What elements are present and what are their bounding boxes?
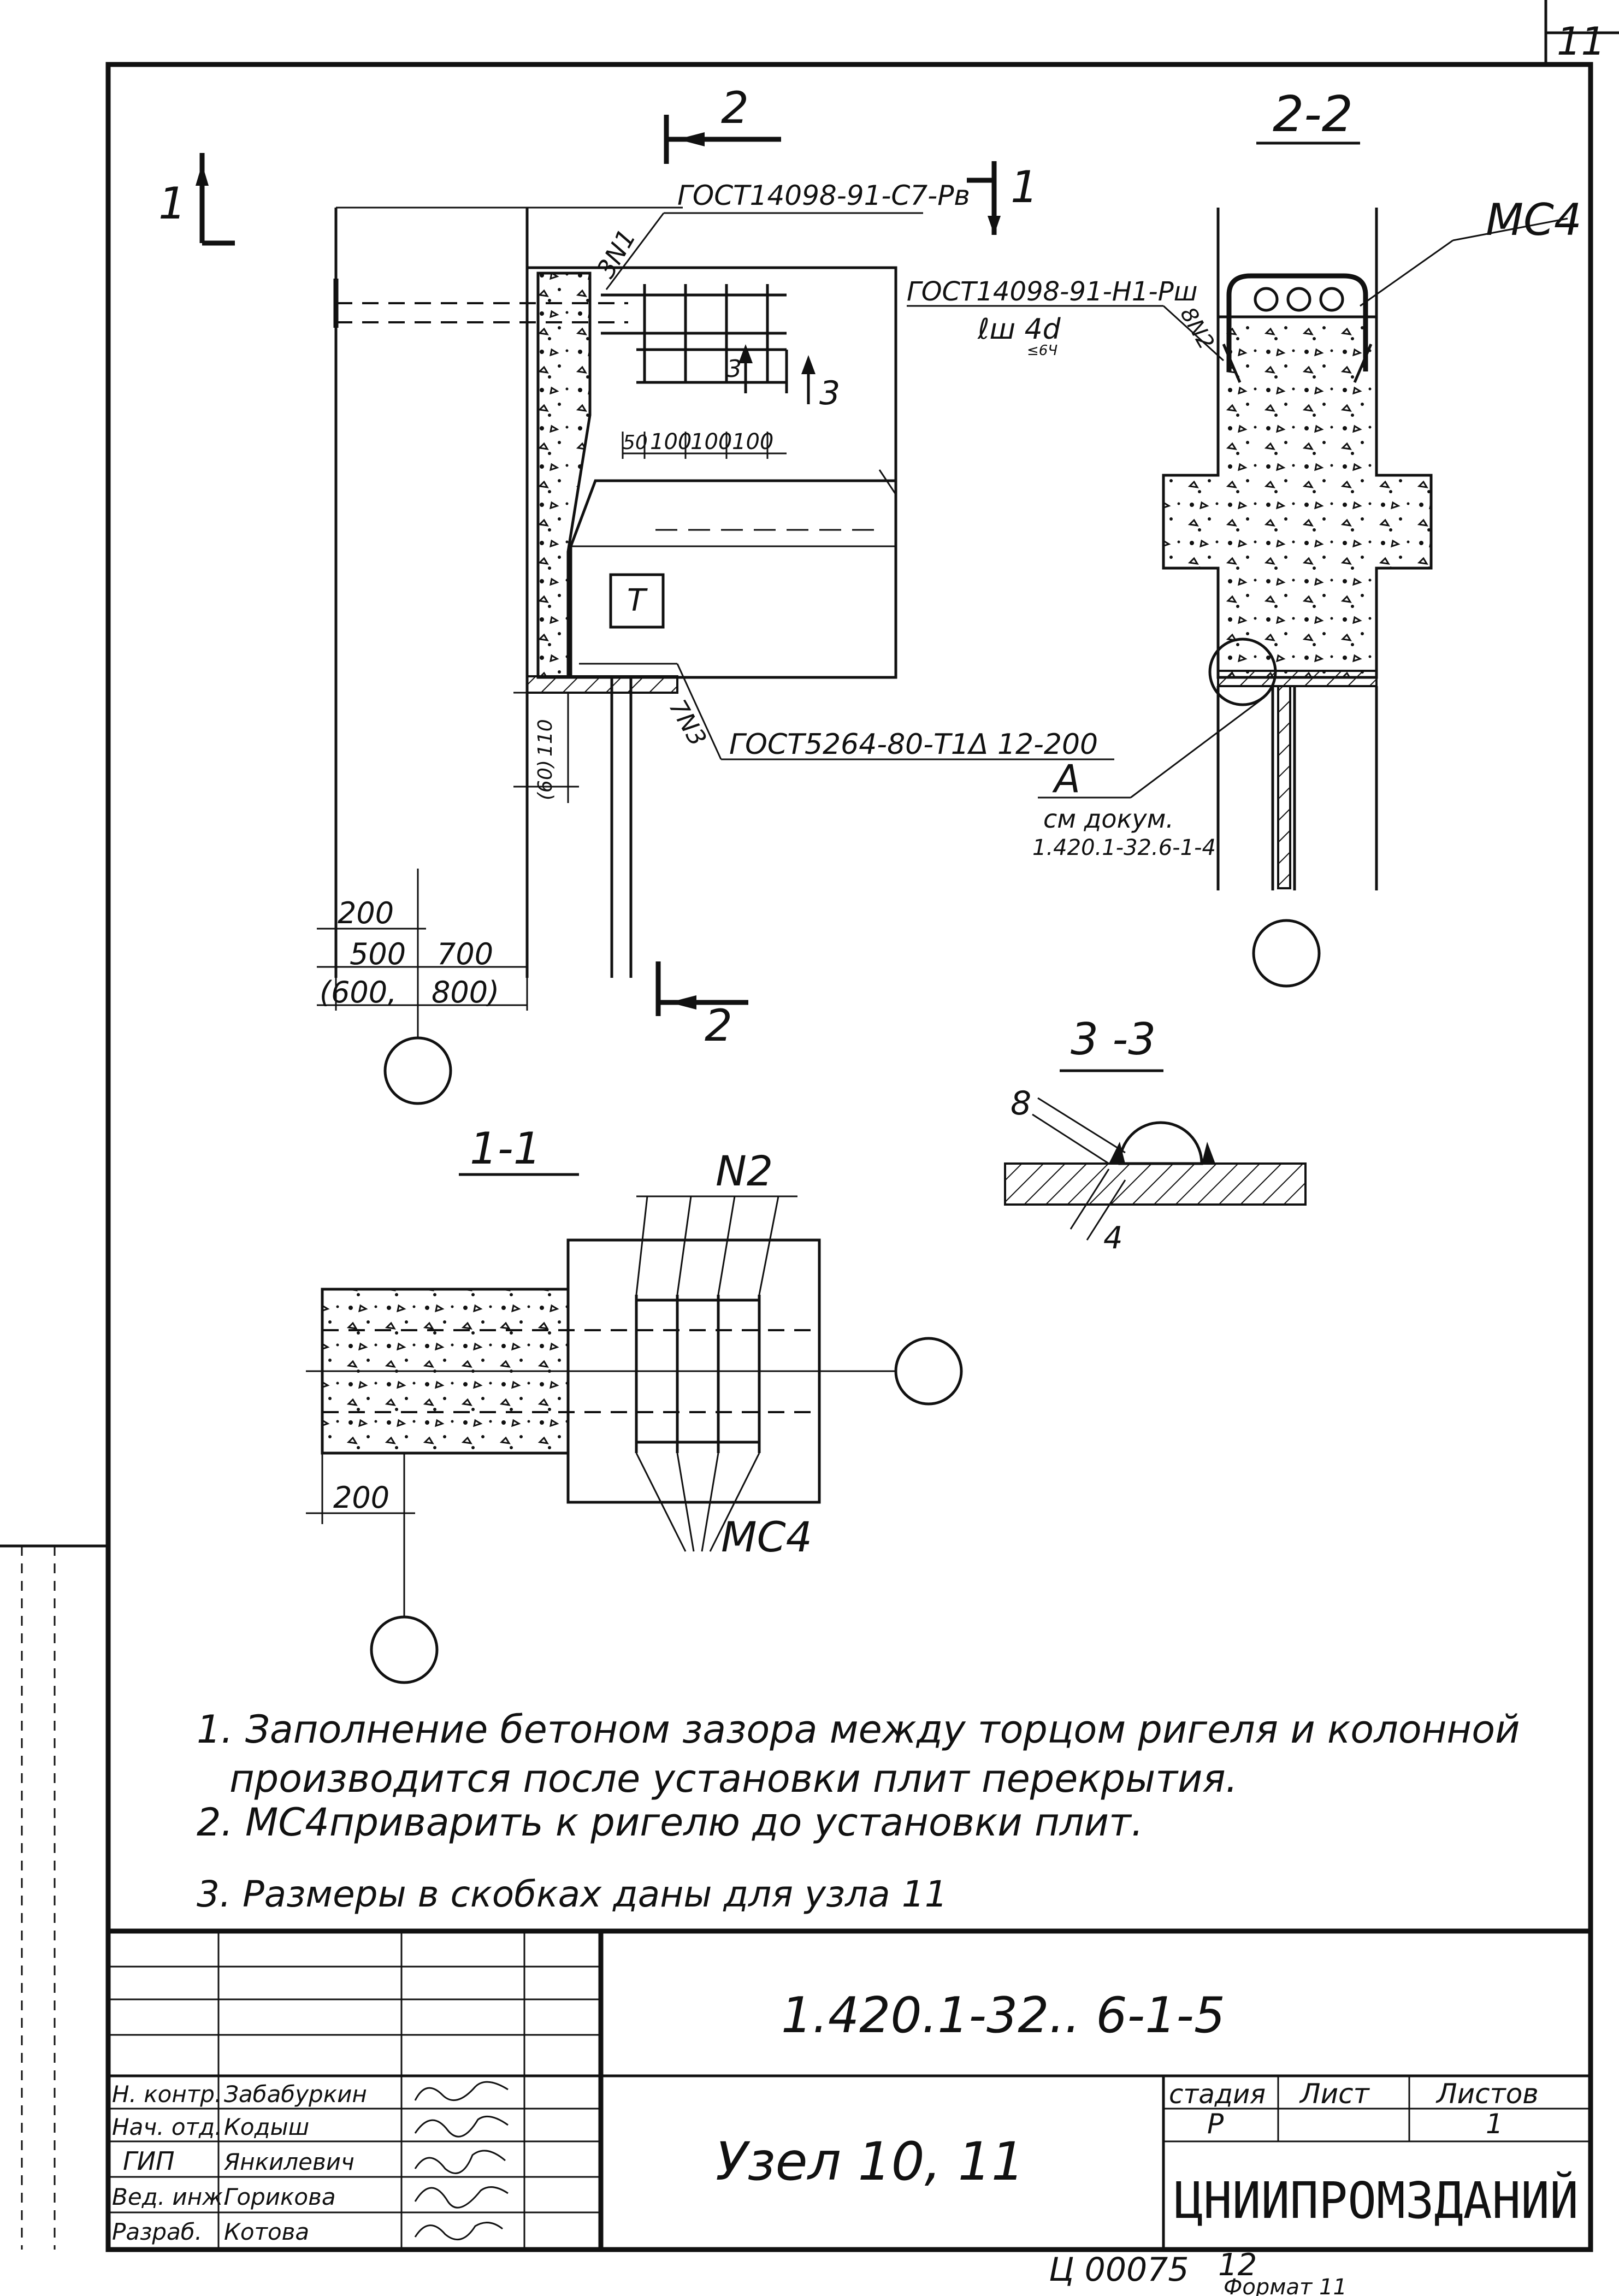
anchor-bars	[601, 284, 788, 393]
dim-500: 500	[350, 937, 406, 971]
plate-label: Т	[627, 583, 648, 618]
title-block: 1.420.1-32.. 6-1-5 Узел 10, 11 стадия Ли…	[105, 1928, 1593, 2252]
section-33-title: 3 -3	[1071, 1014, 1156, 1065]
section-33-dim-8: 8	[1011, 1084, 1031, 1123]
sheet-title: Узел 10, 11	[716, 2131, 1025, 2192]
footer-inv: Ц 00075	[1049, 2251, 1189, 2289]
name-2: Янкилевич	[223, 2149, 354, 2175]
dim-spacing-1: 100	[650, 429, 692, 455]
section-22-pos-8n2: 8N2	[1175, 303, 1219, 354]
dim-700: 700	[437, 937, 493, 971]
sheet-header: Лист	[1299, 2078, 1370, 2110]
section-11-n2: N2	[716, 1147, 773, 1195]
section-11-title: 1-1	[470, 1123, 541, 1174]
section-3-3: 3 -3 8 4	[1004, 1014, 1307, 1256]
std-bar-top: ГОСТ14098-91-С7-Рв	[677, 180, 970, 211]
role-2: ГИП	[123, 2146, 175, 2176]
section-33-dim-4: 4	[1103, 1220, 1123, 1256]
note-1-cont: производится после установки плит перекр…	[229, 1756, 1238, 1801]
dim-200-top: 200	[338, 896, 394, 930]
dim-110: 110	[534, 719, 557, 757]
name-4: Котова	[224, 2218, 309, 2245]
note-1: 1. Заполнение бетоном зазора между торцо…	[197, 1707, 1520, 1752]
name-1: Кодыш	[224, 2114, 309, 2140]
section-11-mc4: МС4	[721, 1513, 812, 1561]
corner-mark: 11	[1557, 19, 1605, 64]
dim-spacing-2: 100	[690, 429, 732, 455]
role-1: Нач. отд.	[112, 2114, 222, 2140]
sheets-total: 1	[1486, 2108, 1503, 2140]
signatures	[414, 2081, 509, 2240]
dim-60: (60)	[534, 760, 557, 800]
note-3: 3. Размеры в скобках даны для узла 11	[197, 1873, 948, 1915]
section-1-1: 1-1 N2 МС4 200	[306, 1123, 963, 1684]
node-elevation-view: Т 50 100 100 100 3	[158, 82, 1114, 1105]
section-mark-2-bottom: 2	[705, 1000, 732, 1051]
note-2: 2. МС4приварить к ригелю до установки пл…	[197, 1800, 1143, 1845]
section-22-node-a: А	[1052, 757, 1080, 801]
footer-format: Формат 11	[1224, 2275, 1347, 2296]
org-name: ЦНИИПРОМЗДАНИЙ	[1174, 2171, 1579, 2230]
section-22-ref-1: см докум.	[1043, 804, 1174, 834]
section-22-title: 2-2	[1273, 86, 1353, 143]
sheets-header: Листов	[1435, 2078, 1539, 2110]
section-22-mc4: МС4	[1486, 194, 1582, 245]
section-22-std-h1: ГОСТ14098-91-Н1-Рш	[907, 276, 1198, 307]
dim-600: (600,	[320, 975, 397, 1010]
role-3: Вед. инж.	[112, 2183, 230, 2210]
doc-code: 1.420.1-32.. 6-1-5	[781, 1987, 1225, 2044]
section-11-dim-200: 200	[333, 1480, 389, 1515]
cut-3-a: 3	[726, 355, 742, 383]
name-0: Забабуркин	[224, 2081, 367, 2108]
std-bottom: ГОСТ5264-80-Т1Δ 12-200	[729, 728, 1098, 761]
stage-header: стадия	[1169, 2079, 1266, 2110]
section-mark-2-top: 2	[721, 82, 749, 133]
dim-spacing-3: 100	[732, 429, 773, 455]
footer: Ц 00075 12 Формат 11	[1049, 2247, 1347, 2296]
dim-spacing-0: 50	[623, 432, 648, 454]
footer-sheet-no: 12	[1218, 2247, 1257, 2283]
section-22-weld-len: ℓш 4d	[977, 313, 1061, 346]
name-3: Горикова	[224, 2183, 336, 2210]
section-mark-1-right: 1	[1011, 162, 1038, 213]
section-22-weld-len-sub: ≤6Ч	[1027, 343, 1057, 359]
cut-3-b: 3	[819, 374, 840, 412]
section-22-ref-2: 1.420.1-32.6-1-4	[1032, 835, 1216, 860]
role-0: Н. контр.	[112, 2081, 222, 2108]
role-4: Разраб.	[112, 2218, 202, 2245]
section-mark-1-left: 1	[158, 178, 186, 229]
notes: 1. Заполнение бетоном зазора между торцо…	[197, 1707, 1520, 1915]
stage-value: Р	[1207, 2108, 1224, 2140]
dim-800: 800)	[432, 975, 499, 1010]
section-2-2: 2-2 МС4 ГОСТ14098-91-Н1-Рш 8N2 ℓш 4d ≤6Ч	[907, 86, 1582, 988]
